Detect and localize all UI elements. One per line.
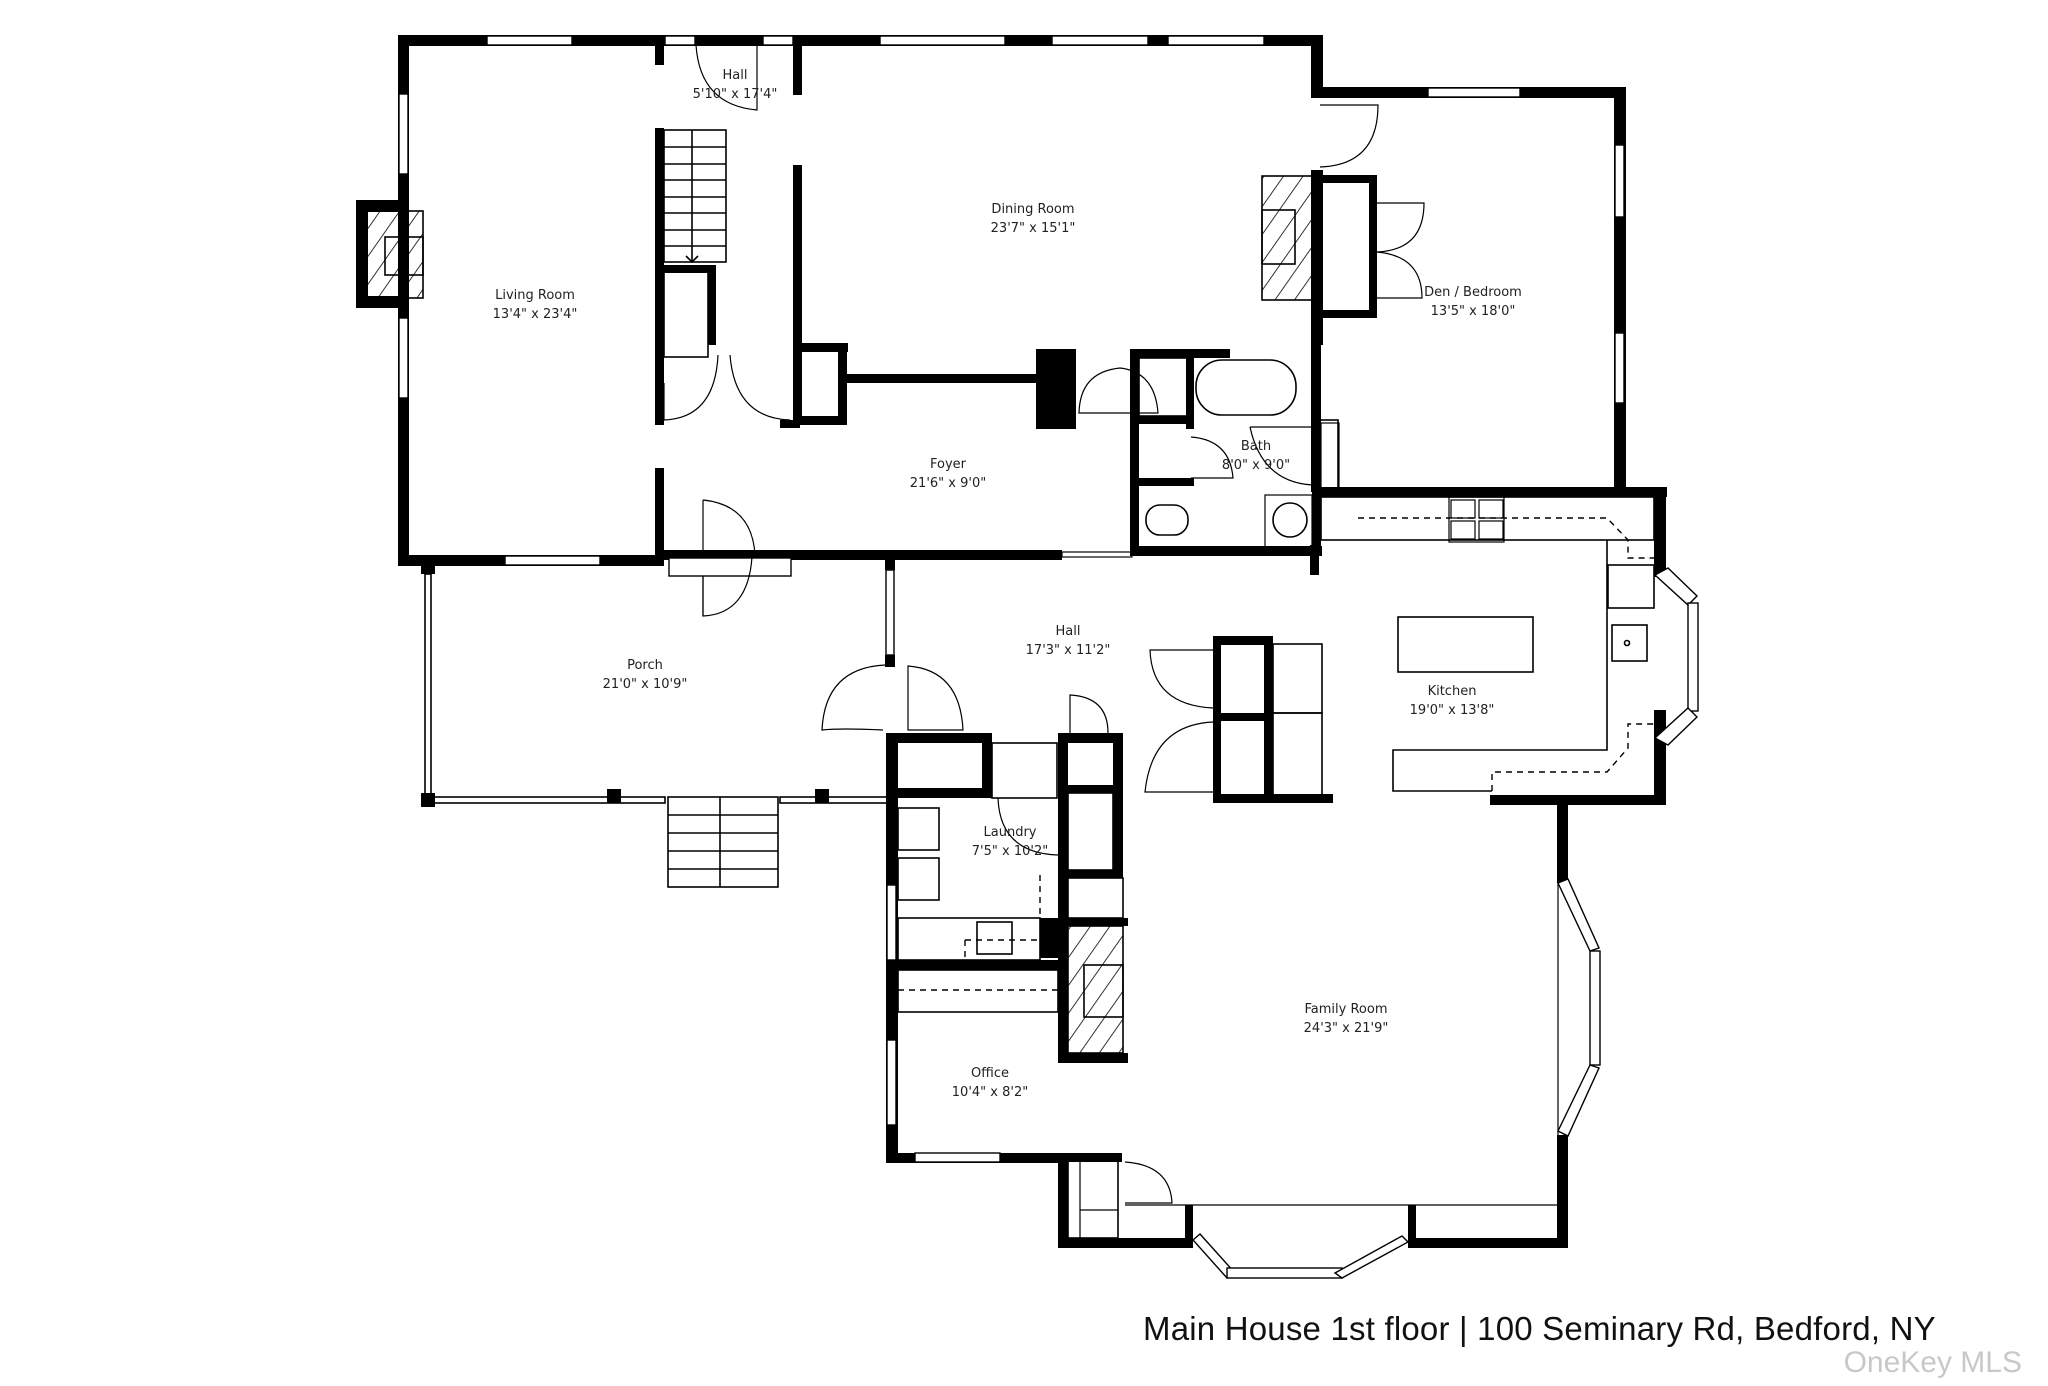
room-dims: 24'3" x 21'9" <box>1303 1021 1389 1036</box>
plan-caption: Main House 1st floor | 100 Seminary Rd, … <box>1143 1310 1936 1347</box>
window <box>486 35 573 46</box>
room-dims: 17'3" x 11'2" <box>1025 643 1111 658</box>
room-label-kitchen: Kitchen 19'0" x 13'8" <box>1410 682 1495 720</box>
door-swing <box>1069 694 1109 734</box>
office-walls <box>886 1153 1068 1248</box>
room-name: Laundry <box>983 825 1037 840</box>
room-dims: 10'4" x 8'2" <box>951 1085 1029 1100</box>
room-dims: 13'5" x 18'0" <box>1430 304 1516 319</box>
room-label-dining-room: Dining Room 23'7" x 15'1" <box>991 200 1076 238</box>
room-dims: 19'0" x 13'8" <box>1409 703 1495 718</box>
room-dims: 21'6" x 9'0" <box>909 476 987 491</box>
room-name: Hall <box>1055 624 1081 639</box>
porch-steps <box>667 796 779 888</box>
room-name: Living Room <box>495 288 575 303</box>
door-swing <box>1319 104 1379 168</box>
room-label-laundry: Laundry 7'5" x 10'2" <box>972 823 1048 861</box>
room-label-porch: Porch 21'0" x 10'9" <box>603 656 688 694</box>
room-dims: 21'0" x 10'9" <box>602 677 688 692</box>
room-name: Kitchen <box>1427 684 1477 699</box>
door-swing <box>1376 202 1425 299</box>
family-room-south-bay <box>1192 1233 1410 1279</box>
room-name: Hall <box>722 68 748 83</box>
room-name: Family Room <box>1304 1002 1388 1017</box>
window <box>398 93 409 175</box>
stove-icon <box>1450 499 1504 540</box>
room-dims: 5'10" x 17'4" <box>692 87 778 102</box>
window <box>398 317 409 399</box>
room-dims: 23'7" x 15'1" <box>990 221 1076 236</box>
room-label-office: Office 10'4" x 8'2" <box>952 1064 1028 1102</box>
family-room-walls <box>1052 803 1568 1248</box>
room-dims: 8'0" x 9'0" <box>1221 458 1291 473</box>
dining-room-fireplace <box>1261 175 1313 301</box>
room-dims: 13'4" x 23'4" <box>492 307 578 322</box>
living-room-fireplace <box>366 210 424 299</box>
family-room-bay-window <box>1557 878 1601 1137</box>
door-swing <box>821 664 886 731</box>
room-name: Foyer <box>929 457 967 472</box>
room-label-living-room: Living Room 13'4" x 23'4" <box>493 286 578 324</box>
family-room-fireplace <box>1067 925 1124 1054</box>
room-dims: 7'5" x 10'2" <box>971 844 1049 859</box>
door-swing <box>1124 1161 1173 1204</box>
room-name: Porch <box>627 658 663 673</box>
room-label-den-bedroom: Den / Bedroom 13'5" x 18'0" <box>1424 283 1522 321</box>
door-swing <box>907 665 964 731</box>
room-label-foyer: Foyer 21'6" x 9'0" <box>910 455 986 493</box>
room-label-hall-lower: Hall 17'3" x 11'2" <box>1026 622 1111 660</box>
room-label-hall-upper: Hall 5'10" x 17'4" <box>693 66 778 104</box>
room-name: Dining Room <box>991 202 1075 217</box>
watermark: OneKey MLS <box>1843 1346 2022 1379</box>
room-label-family-room: Family Room 24'3" x 21'9" <box>1304 1000 1389 1038</box>
stairs <box>663 129 727 264</box>
room-name: Den / Bedroom <box>1424 285 1522 300</box>
room-label-bath: Bath 8'0" x 9'0" <box>1222 437 1290 475</box>
porch <box>421 556 891 807</box>
room-name: Bath <box>1240 439 1272 454</box>
kitchen-bay-window <box>1653 567 1699 746</box>
kitchen-island <box>1397 616 1534 673</box>
room-name: Office <box>971 1066 1009 1081</box>
door-swing <box>695 44 758 111</box>
bath-walls <box>1130 345 1322 556</box>
window <box>504 555 601 566</box>
